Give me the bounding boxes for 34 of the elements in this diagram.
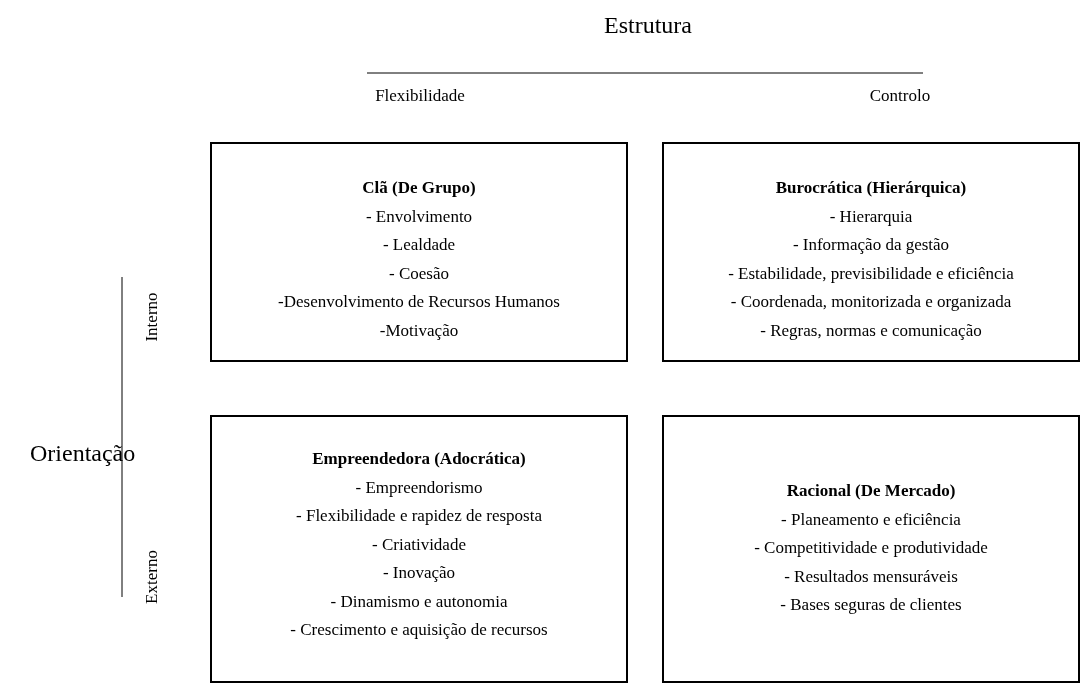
list-item: - Informação da gestão <box>792 234 950 256</box>
quadrant-box <box>662 415 1080 683</box>
list-item: -Motivação <box>379 319 459 342</box>
list-item: - Inovação <box>382 562 456 584</box>
quadrant-title: Burocrática (Hierárquica) <box>775 177 967 199</box>
quadrant-box <box>210 415 628 683</box>
list-item: - Coesão <box>389 262 449 285</box>
axis-label: Flexibilidade <box>375 86 465 106</box>
axis-title: Estrutura <box>604 12 692 39</box>
list-item: - Hierarquia <box>829 205 913 228</box>
axis-label: Interno <box>142 292 162 342</box>
list-item: - Planeamento e eficiência <box>781 508 961 531</box>
list-item: - Regras, normas e comunicação <box>760 319 982 342</box>
list-item: - Resultados mensuráveis <box>784 565 958 588</box>
list-item: - Lealdade <box>382 234 456 256</box>
list-item: - Envolvimento <box>365 205 473 228</box>
quadrant-title: Empreendedora (Adocrática) <box>312 448 526 470</box>
list-item: - Crescimento e aquisição de recursos <box>290 619 548 641</box>
quadrant-box <box>210 142 628 362</box>
axis-title: Orientação <box>30 440 136 467</box>
list-item: - Estabilidade, previsibilidade e eficiência <box>728 262 1014 285</box>
list-item: - Criatividade <box>372 533 466 556</box>
list-item: - Flexibilidade e rapidez de resposta <box>296 505 542 527</box>
axis-label: Externo <box>142 550 162 604</box>
quadrant-title: Clã (De Grupo) <box>362 177 476 199</box>
axis-label: Controlo <box>869 86 931 106</box>
quadrant-title: Racional (De Mercado) <box>786 480 956 502</box>
quadrant-box <box>662 142 1080 362</box>
list-item: - Coordenada, monitorizada e organizada <box>730 291 1012 313</box>
list-item: -Desenvolvimento de Recursos Humanos <box>278 291 560 313</box>
list-item: - Bases seguras de clientes <box>780 594 962 616</box>
list-item: - Competitividade e produtividade <box>754 537 988 559</box>
list-item: - Empreendorismo <box>355 476 483 499</box>
list-item: - Dinamismo e autonomia <box>330 590 508 613</box>
